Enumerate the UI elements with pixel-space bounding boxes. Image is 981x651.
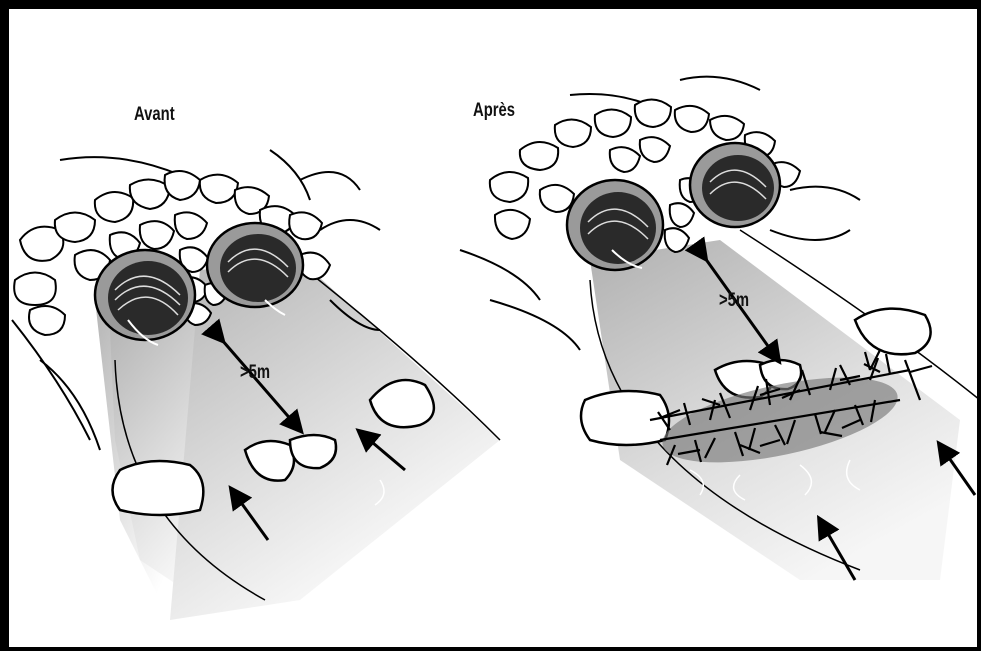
culvert-left-b [207, 223, 303, 307]
panel-apres [460, 77, 980, 580]
panel-title-apres: Après [473, 100, 515, 122]
culvert-right-a [567, 180, 663, 270]
panel-title-avant: Avant [134, 104, 175, 126]
distance-label-avant: >5m [240, 362, 270, 384]
culvert-left-a [95, 250, 195, 340]
culvert-right-b [690, 143, 780, 227]
distance-label-apres: >5m [719, 290, 749, 312]
panel-avant [12, 150, 500, 620]
